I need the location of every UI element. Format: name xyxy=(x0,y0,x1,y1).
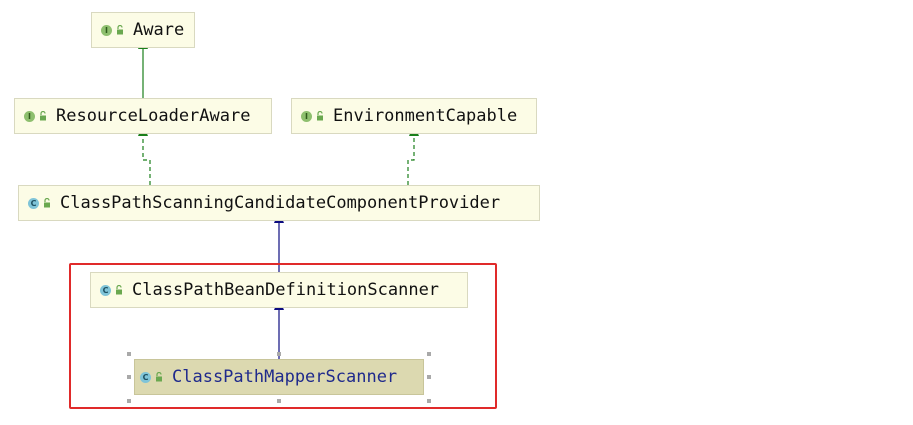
selection-handle[interactable] xyxy=(427,352,431,356)
selection-handle[interactable] xyxy=(127,352,131,356)
red-highlight-box xyxy=(69,263,497,409)
node-aware[interactable]: I Aware xyxy=(91,12,195,48)
selection-handle[interactable] xyxy=(127,399,131,403)
node-label: Aware xyxy=(133,19,185,40)
open-lock-icon xyxy=(44,198,50,208)
open-lock-icon xyxy=(156,372,162,382)
open-lock-icon xyxy=(40,111,46,121)
selection-handle[interactable] xyxy=(127,375,131,379)
open-lock-icon xyxy=(117,25,123,35)
node-label: ResourceLoaderAware xyxy=(56,105,251,126)
open-lock-icon xyxy=(317,111,323,121)
node-resourceloaderaware[interactable]: I ResourceLoaderAware xyxy=(14,98,272,134)
selection-handle[interactable] xyxy=(427,375,431,379)
node-label: EnvironmentCapable xyxy=(333,105,518,126)
interface-icon: I xyxy=(301,110,312,122)
selection-handle[interactable] xyxy=(277,399,281,403)
class-icon: C xyxy=(28,197,39,209)
edge-provider-to-environmentcapable xyxy=(407,124,419,185)
open-lock-icon xyxy=(116,285,122,295)
node-classpathscanningcandidatecomponentprovider[interactable]: C ClassPathScanningCandidateComponentPro… xyxy=(18,185,540,221)
interface-icon: I xyxy=(101,24,112,36)
selection-handle[interactable] xyxy=(427,399,431,403)
node-classpathmapperscanner[interactable]: C ClassPathMapperScanner xyxy=(134,359,424,395)
class-icon: C xyxy=(140,371,151,383)
interface-icon: I xyxy=(24,110,35,122)
selection-handle[interactable] xyxy=(277,352,281,356)
class-icon: C xyxy=(100,284,111,296)
node-label: ClassPathBeanDefinitionScanner xyxy=(132,279,440,300)
node-label: ClassPathScanningCandidateComponentProvi… xyxy=(60,192,501,213)
edge-provider-to-resourceloaderaware xyxy=(138,124,151,185)
node-environmentcapable[interactable]: I EnvironmentCapable xyxy=(291,98,537,134)
node-classpathbeandefinitionscanner[interactable]: C ClassPathBeanDefinitionScanner xyxy=(90,272,468,308)
node-label: ClassPathMapperScanner xyxy=(172,366,398,387)
